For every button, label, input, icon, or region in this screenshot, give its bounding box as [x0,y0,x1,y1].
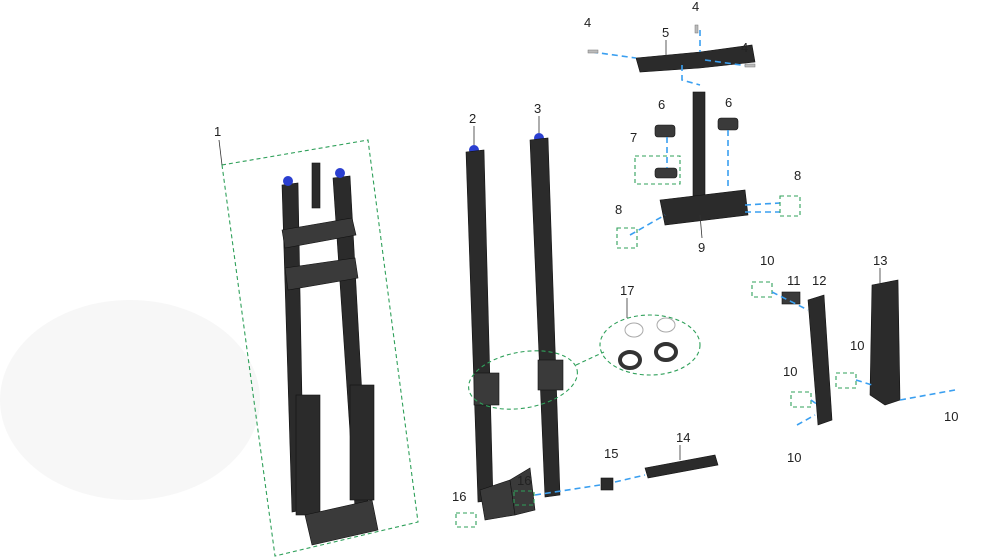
fork-guard[interactable] [751,279,956,426]
callout: 10 [783,364,797,379]
bolt-group-10c [835,372,857,389]
callout: 4 [741,40,748,55]
bolt-group-8b [779,195,801,217]
group-box-1 [221,139,419,557]
callout: 14 [676,430,690,445]
callout: 17 [620,283,634,298]
bolt-group-10a [751,281,773,298]
fork-leg-right[interactable] [509,133,564,516]
top-triple-clamp[interactable] [587,24,756,86]
callout: 10 [787,450,801,465]
callout: 13 [873,253,887,268]
clamp-group-7 [634,155,681,185]
bolt-group-16b [513,490,535,506]
callout: 10 [760,253,774,268]
callout: 8 [794,168,801,183]
axle[interactable] [534,454,719,496]
seal-kit[interactable] [618,317,678,370]
callout: 3 [534,101,541,116]
callout: 12 [812,273,826,288]
callout: 8 [615,202,622,217]
fork-leg-left[interactable] [465,145,516,521]
callout: 4 [692,0,699,14]
callout: 15 [604,446,618,461]
callout: 6 [658,97,665,112]
bolt-group-16a [455,512,477,528]
bottom-triple-clamp[interactable] [616,91,801,249]
fork-assembly[interactable] [221,139,419,557]
callout: 11 [787,273,801,288]
callout: 10 [944,409,958,424]
background-shading [0,300,260,500]
callout: 1 [214,124,221,139]
callout: 10 [850,338,864,353]
callout: 16 [517,473,531,488]
callout: 4 [584,15,591,30]
bolt-group-8a [616,227,638,249]
seal-kit-group [599,314,701,376]
callout: 7 [630,130,637,145]
callout: 16 [452,489,466,504]
bolt-group-10b [790,391,812,408]
callout: 6 [725,95,732,110]
callout: 2 [469,111,476,126]
seal-highlight [468,350,578,410]
callout: 5 [662,25,669,40]
callout-labels: 1 2 3 4 4 4 5 6 6 7 8 8 9 10 11 12 13 10… [214,0,958,504]
callout: 9 [698,240,705,255]
